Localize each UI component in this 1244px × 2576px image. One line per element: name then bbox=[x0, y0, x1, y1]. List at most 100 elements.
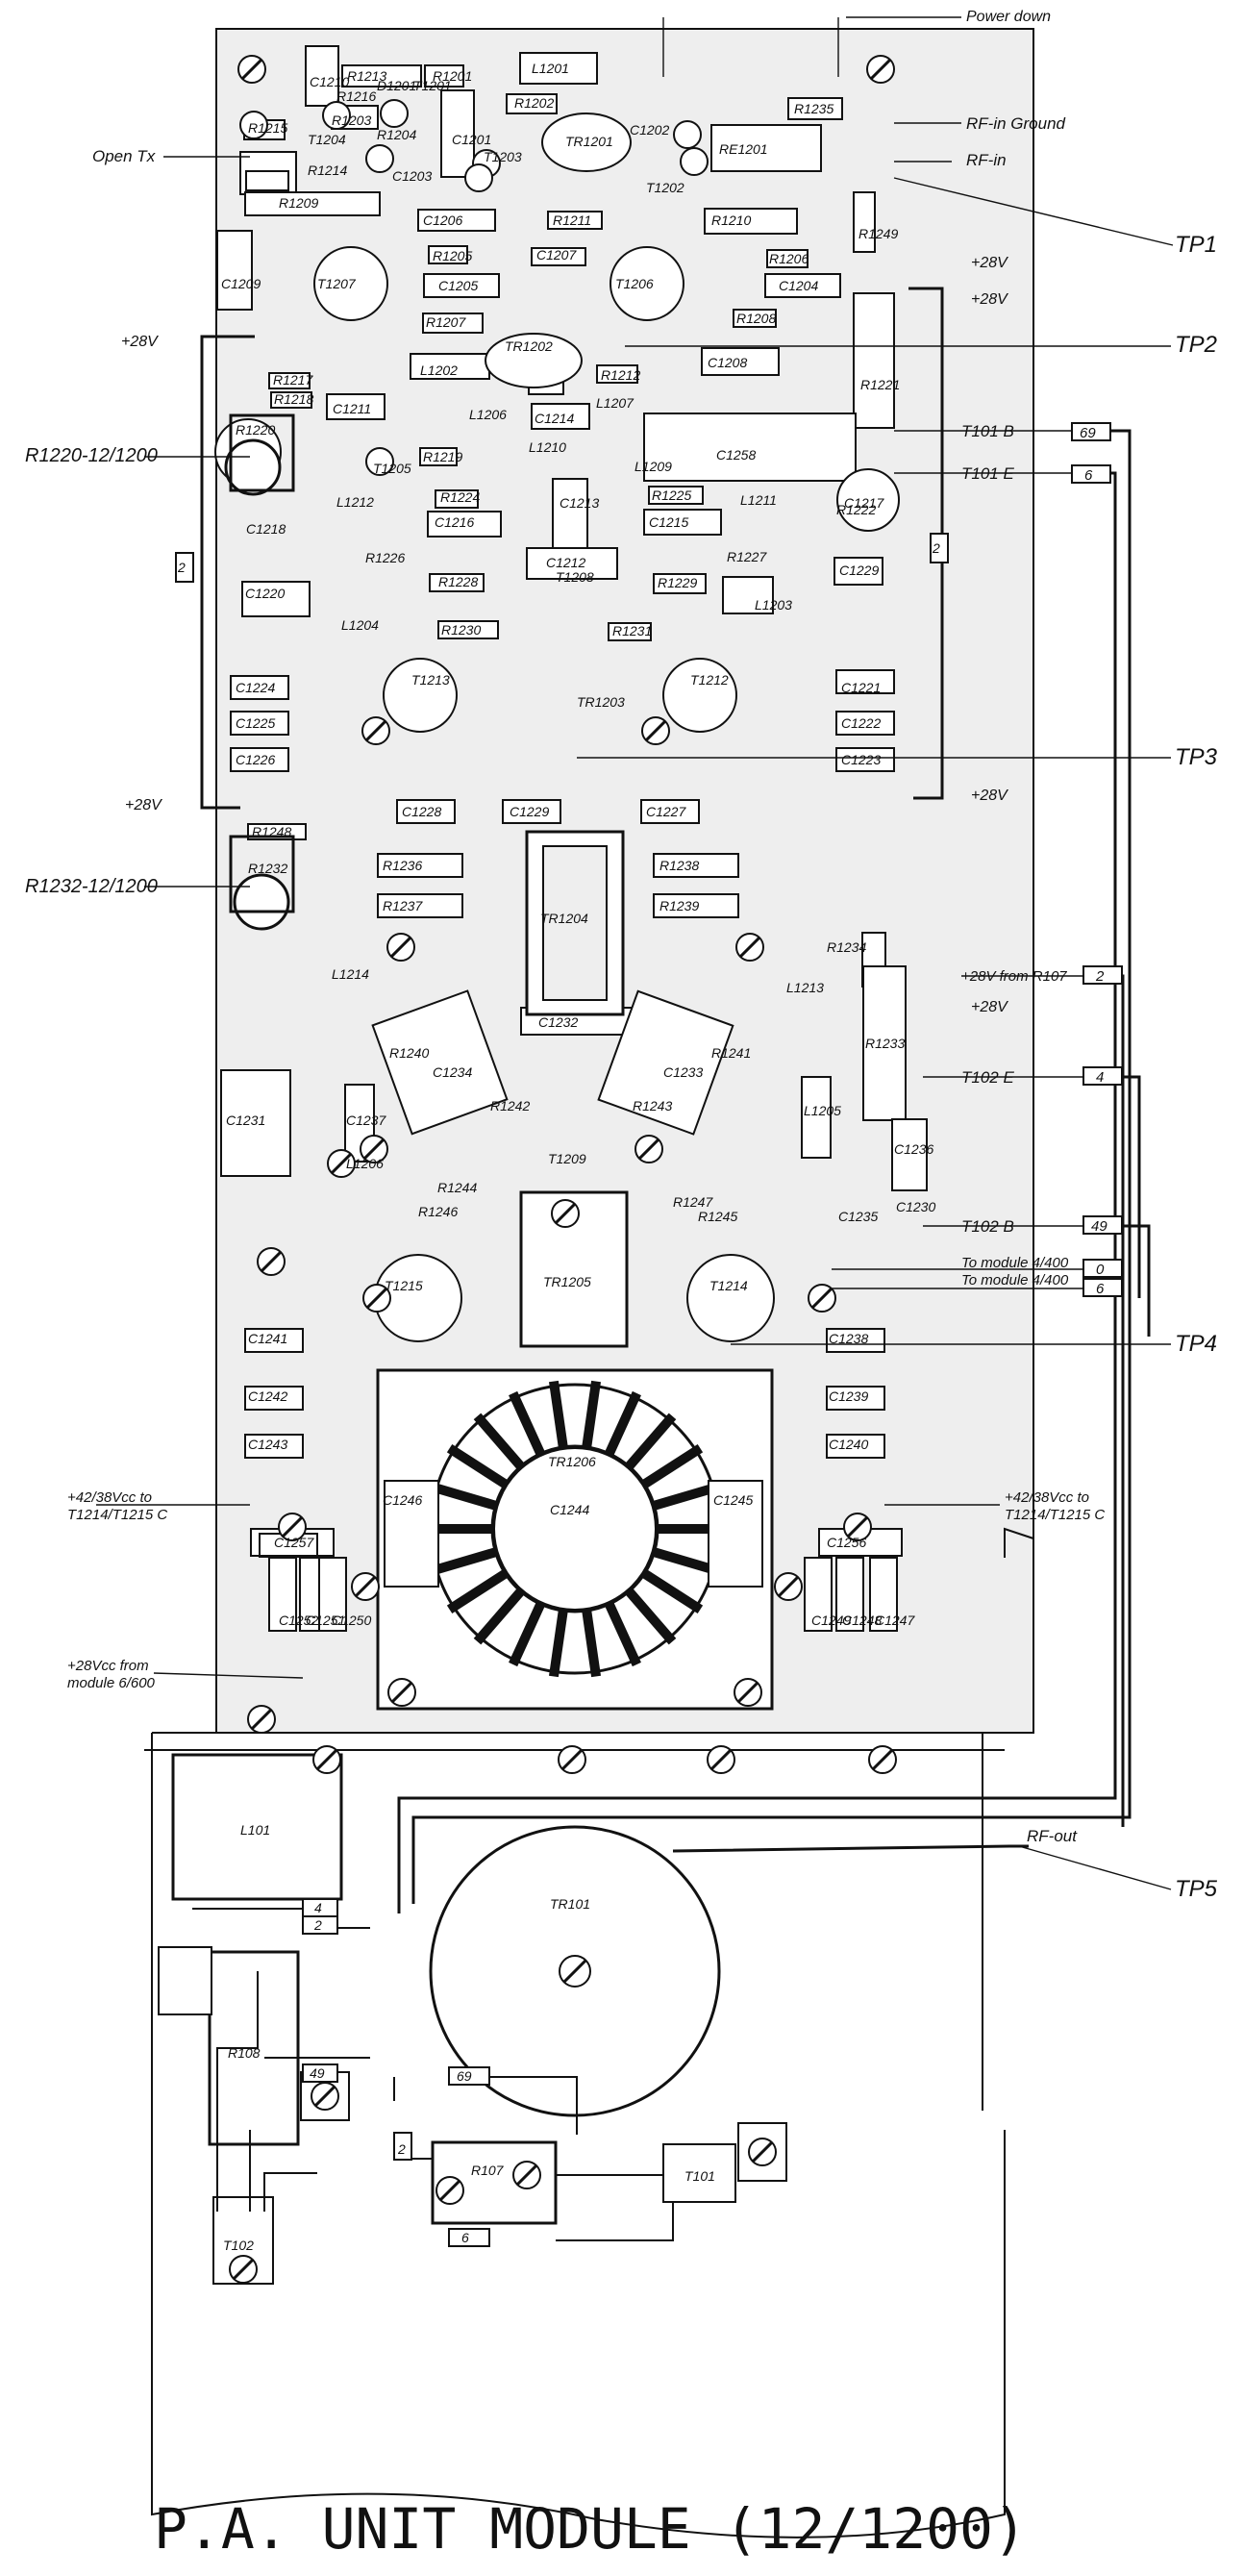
label-r1220: R1220 bbox=[236, 422, 275, 438]
wire-tag bbox=[302, 2063, 338, 2083]
transistor-body bbox=[239, 111, 268, 139]
t102b-label: T102 B bbox=[961, 1217, 1014, 1236]
label-c1252: C1252 bbox=[279, 1613, 318, 1628]
plus28v-label: +28V bbox=[125, 797, 162, 813]
rf-in-ground-label: RF-in Ground bbox=[966, 114, 1066, 133]
label-r1212: R1212 bbox=[601, 367, 640, 383]
label-c1201: C1201 bbox=[452, 132, 491, 147]
chassis-outline bbox=[151, 1732, 1006, 2538]
label-t102: T102 bbox=[223, 2238, 254, 2253]
screw-slot bbox=[847, 1516, 868, 1538]
component-body bbox=[318, 1557, 347, 1632]
label-c1244: C1244 bbox=[550, 1502, 589, 1517]
component-body bbox=[862, 965, 907, 1121]
trimmer-pot bbox=[233, 873, 290, 931]
label-c1204: C1204 bbox=[779, 278, 818, 293]
component-body bbox=[268, 372, 311, 389]
screw-slot bbox=[233, 2259, 254, 2280]
label-r1217: R1217 bbox=[273, 372, 313, 388]
screw-slot bbox=[562, 1959, 587, 1984]
label-t101: T101 bbox=[684, 2168, 715, 2184]
leader-line bbox=[153, 1672, 304, 1679]
component-body bbox=[526, 547, 618, 580]
leader-line bbox=[893, 177, 1174, 246]
label-c1222: C1222 bbox=[841, 715, 881, 731]
component-body bbox=[244, 1386, 304, 1411]
wire-tag bbox=[1082, 1278, 1123, 1297]
wire-tag-value: 49 bbox=[1091, 1218, 1107, 1235]
toroid-turn bbox=[430, 1546, 501, 1576]
transistor-body bbox=[610, 246, 684, 321]
label-c1236: C1236 bbox=[894, 1141, 933, 1157]
label-r1213: R1213 bbox=[347, 68, 386, 84]
trimmer-pot bbox=[224, 438, 282, 496]
transistor-body bbox=[313, 246, 388, 321]
screw-slot bbox=[516, 2164, 537, 2186]
label-tag49: 49 bbox=[310, 2065, 325, 2081]
cap-body bbox=[597, 989, 734, 1136]
component-body bbox=[230, 675, 289, 700]
label-tag2: 2 bbox=[313, 1917, 322, 1933]
label-c1212: C1212 bbox=[546, 555, 585, 570]
label-l1211: L1211 bbox=[740, 492, 777, 508]
screw-slot bbox=[314, 2086, 336, 2107]
tp5-label: TP5 bbox=[1175, 1876, 1218, 1902]
label-r1209: R1209 bbox=[279, 195, 318, 211]
component-body bbox=[787, 97, 843, 120]
label-re1201: RE1201 bbox=[719, 141, 768, 157]
component-body bbox=[230, 747, 289, 772]
screw-slot bbox=[752, 2141, 773, 2163]
label-c1245: C1245 bbox=[713, 1492, 753, 1508]
label-r1206: R1206 bbox=[769, 251, 809, 266]
component-body bbox=[344, 1084, 375, 1163]
label-c1248: C1248 bbox=[842, 1613, 882, 1628]
wire-tag bbox=[302, 1915, 338, 1935]
label-r1236: R1236 bbox=[383, 858, 422, 873]
transistor-t101 bbox=[662, 2143, 736, 2203]
label-c1235: C1235 bbox=[838, 1209, 878, 1224]
toroid-turn bbox=[581, 1606, 602, 1678]
plus28v-label: +28V bbox=[971, 255, 1008, 271]
component-body bbox=[891, 1118, 928, 1191]
tp2-label: TP2 bbox=[1175, 332, 1217, 358]
label-r1203: R1203 bbox=[332, 113, 371, 128]
wire-tag-value: 69 bbox=[1080, 425, 1096, 441]
screw-slot bbox=[316, 1749, 337, 1770]
toroid-turn bbox=[603, 1598, 641, 1667]
wire-tag bbox=[1071, 464, 1111, 484]
label-c1241: C1241 bbox=[248, 1331, 287, 1346]
transistor-body bbox=[836, 468, 900, 532]
label-t1207: T1207 bbox=[317, 276, 357, 291]
plus28v-label: +28V bbox=[121, 334, 159, 350]
label-c1237: C1237 bbox=[346, 1113, 386, 1128]
screw-slot bbox=[366, 1288, 387, 1309]
component-body bbox=[826, 1386, 885, 1411]
label-r108: R108 bbox=[228, 2045, 261, 2061]
r1232-callout: R1232-12/1200 bbox=[25, 876, 158, 897]
label-r1221: R1221 bbox=[860, 377, 900, 392]
label-r107: R107 bbox=[471, 2163, 505, 2178]
vcc28-label: module 6/600 bbox=[67, 1675, 156, 1691]
trace-path bbox=[216, 1971, 370, 2212]
toroid-turn bbox=[622, 1585, 677, 1645]
component-body bbox=[427, 511, 502, 538]
component-body bbox=[270, 391, 312, 409]
toroid-hole bbox=[493, 1447, 657, 1611]
label-r1228: R1228 bbox=[438, 574, 478, 589]
transformer-body bbox=[541, 113, 632, 172]
component-body bbox=[653, 893, 739, 918]
label-r1238: R1238 bbox=[659, 858, 699, 873]
screw-slot bbox=[251, 1709, 272, 1730]
wire-tag bbox=[1082, 1066, 1123, 1086]
label-c1207: C1207 bbox=[536, 247, 577, 263]
component-body bbox=[396, 799, 456, 824]
component-body bbox=[640, 799, 700, 824]
wire-tag-value: 2 bbox=[177, 560, 186, 575]
mount-block bbox=[737, 2122, 787, 2182]
vcc-right-label: +42/38Vcc to bbox=[1005, 1489, 1089, 1506]
wire-tag-value: 6 bbox=[1096, 1281, 1105, 1297]
wire-tag bbox=[1082, 965, 1123, 985]
vcc28-label: +28Vcc from bbox=[67, 1658, 149, 1674]
label-r1234: R1234 bbox=[827, 939, 866, 955]
